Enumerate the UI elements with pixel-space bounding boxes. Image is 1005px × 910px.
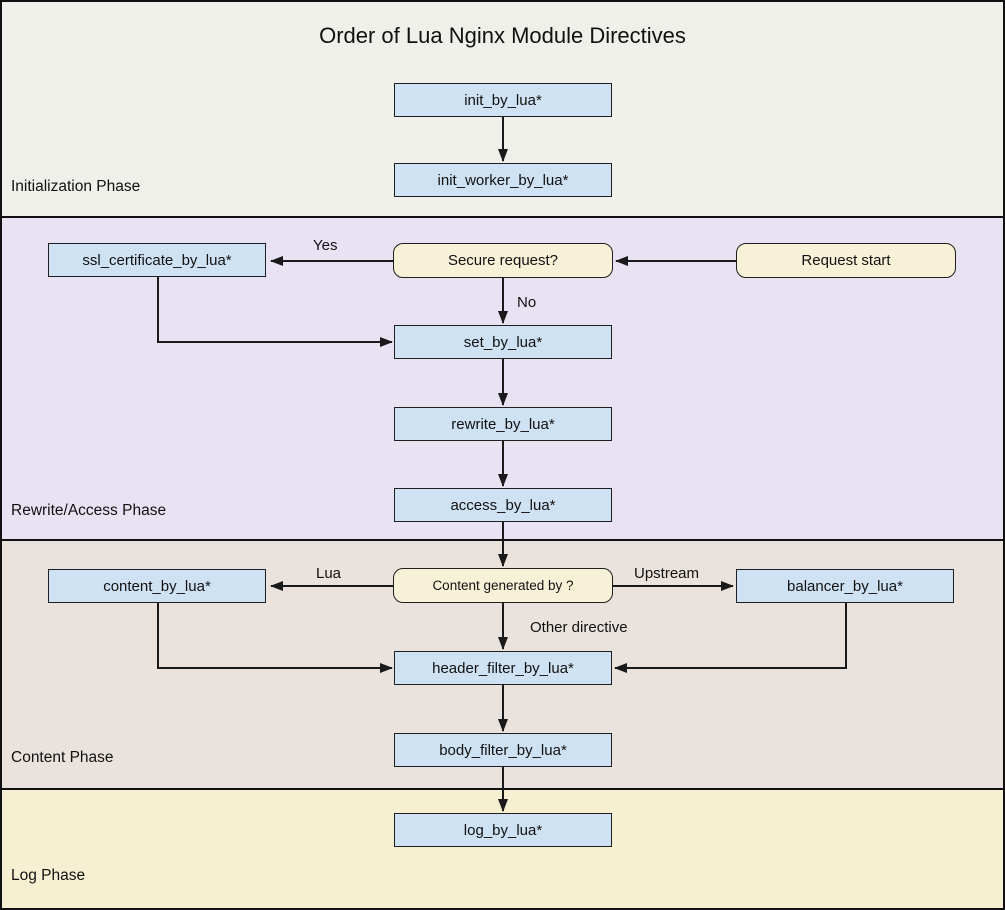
node-log-by-lua: log_by_lua* xyxy=(394,813,612,847)
node-init-by-lua: init_by_lua* xyxy=(394,83,612,117)
edge-ssl-to-set xyxy=(157,277,393,347)
node-request-start: Request start xyxy=(736,243,956,278)
phase-label-initialization: Initialization Phase xyxy=(11,178,141,195)
edge-label-upstream: Upstream xyxy=(634,565,700,582)
node-init-worker-by-lua: init_worker_by_lua* xyxy=(394,163,612,197)
node-body-filter-by-lua: body_filter_by_lua* xyxy=(394,733,612,767)
edge-content-to-header-filter xyxy=(157,603,393,673)
phase-label-rewrite-access: Rewrite/Access Phase xyxy=(11,502,167,519)
diagram-title: Order of Lua Nginx Module Directives xyxy=(319,23,686,48)
node-content-by-lua: content_by_lua* xyxy=(48,569,266,603)
edge-label-yes: Yes xyxy=(313,237,338,254)
node-balancer-by-lua: balancer_by_lua* xyxy=(736,569,954,603)
node-ssl-certificate-by-lua: ssl_certificate_by_lua* xyxy=(48,243,266,277)
node-access-by-lua: access_by_lua* xyxy=(394,488,612,522)
node-content-generated-by: Content generated by ? xyxy=(393,568,613,603)
node-secure-request: Secure request? xyxy=(393,243,613,278)
phase-label-content: Content Phase xyxy=(11,749,114,766)
edge-label-no: No xyxy=(517,294,537,311)
node-header-filter-by-lua: header_filter_by_lua* xyxy=(394,651,612,685)
edge-balancer-to-header-filter xyxy=(614,603,847,673)
phase-label-log: Log Phase xyxy=(11,867,86,884)
edge-label-other-directive: Other directive xyxy=(530,619,628,636)
node-set-by-lua: set_by_lua* xyxy=(394,325,612,359)
edge-label-lua: Lua xyxy=(316,565,342,582)
node-rewrite-by-lua: rewrite_by_lua* xyxy=(394,407,612,441)
